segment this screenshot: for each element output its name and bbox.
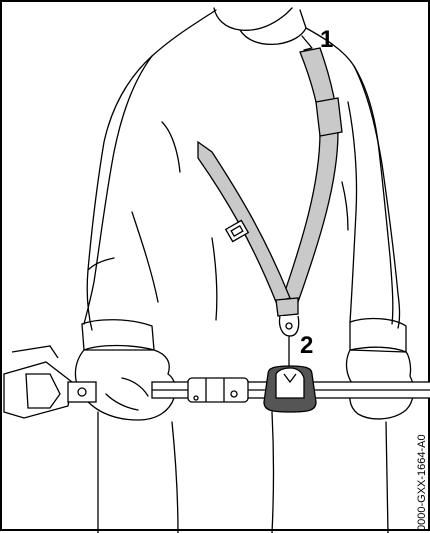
shirt-body [87, 10, 216, 330]
right-cuff [350, 319, 406, 352]
shoulder-pad [316, 98, 342, 136]
collar [240, 10, 306, 44]
left-sleeve [84, 56, 152, 324]
strap-hook [276, 298, 299, 370]
left-cuff [82, 320, 154, 350]
callout-1: 1 [320, 28, 333, 52]
callout-2: 2 [300, 334, 313, 358]
chest-strap [198, 142, 290, 302]
figure-code: 0000-GXX-1664-A0 [416, 434, 428, 531]
shoulder-strap [282, 48, 338, 302]
neck [214, 8, 292, 30]
carrying-ring [264, 366, 316, 412]
